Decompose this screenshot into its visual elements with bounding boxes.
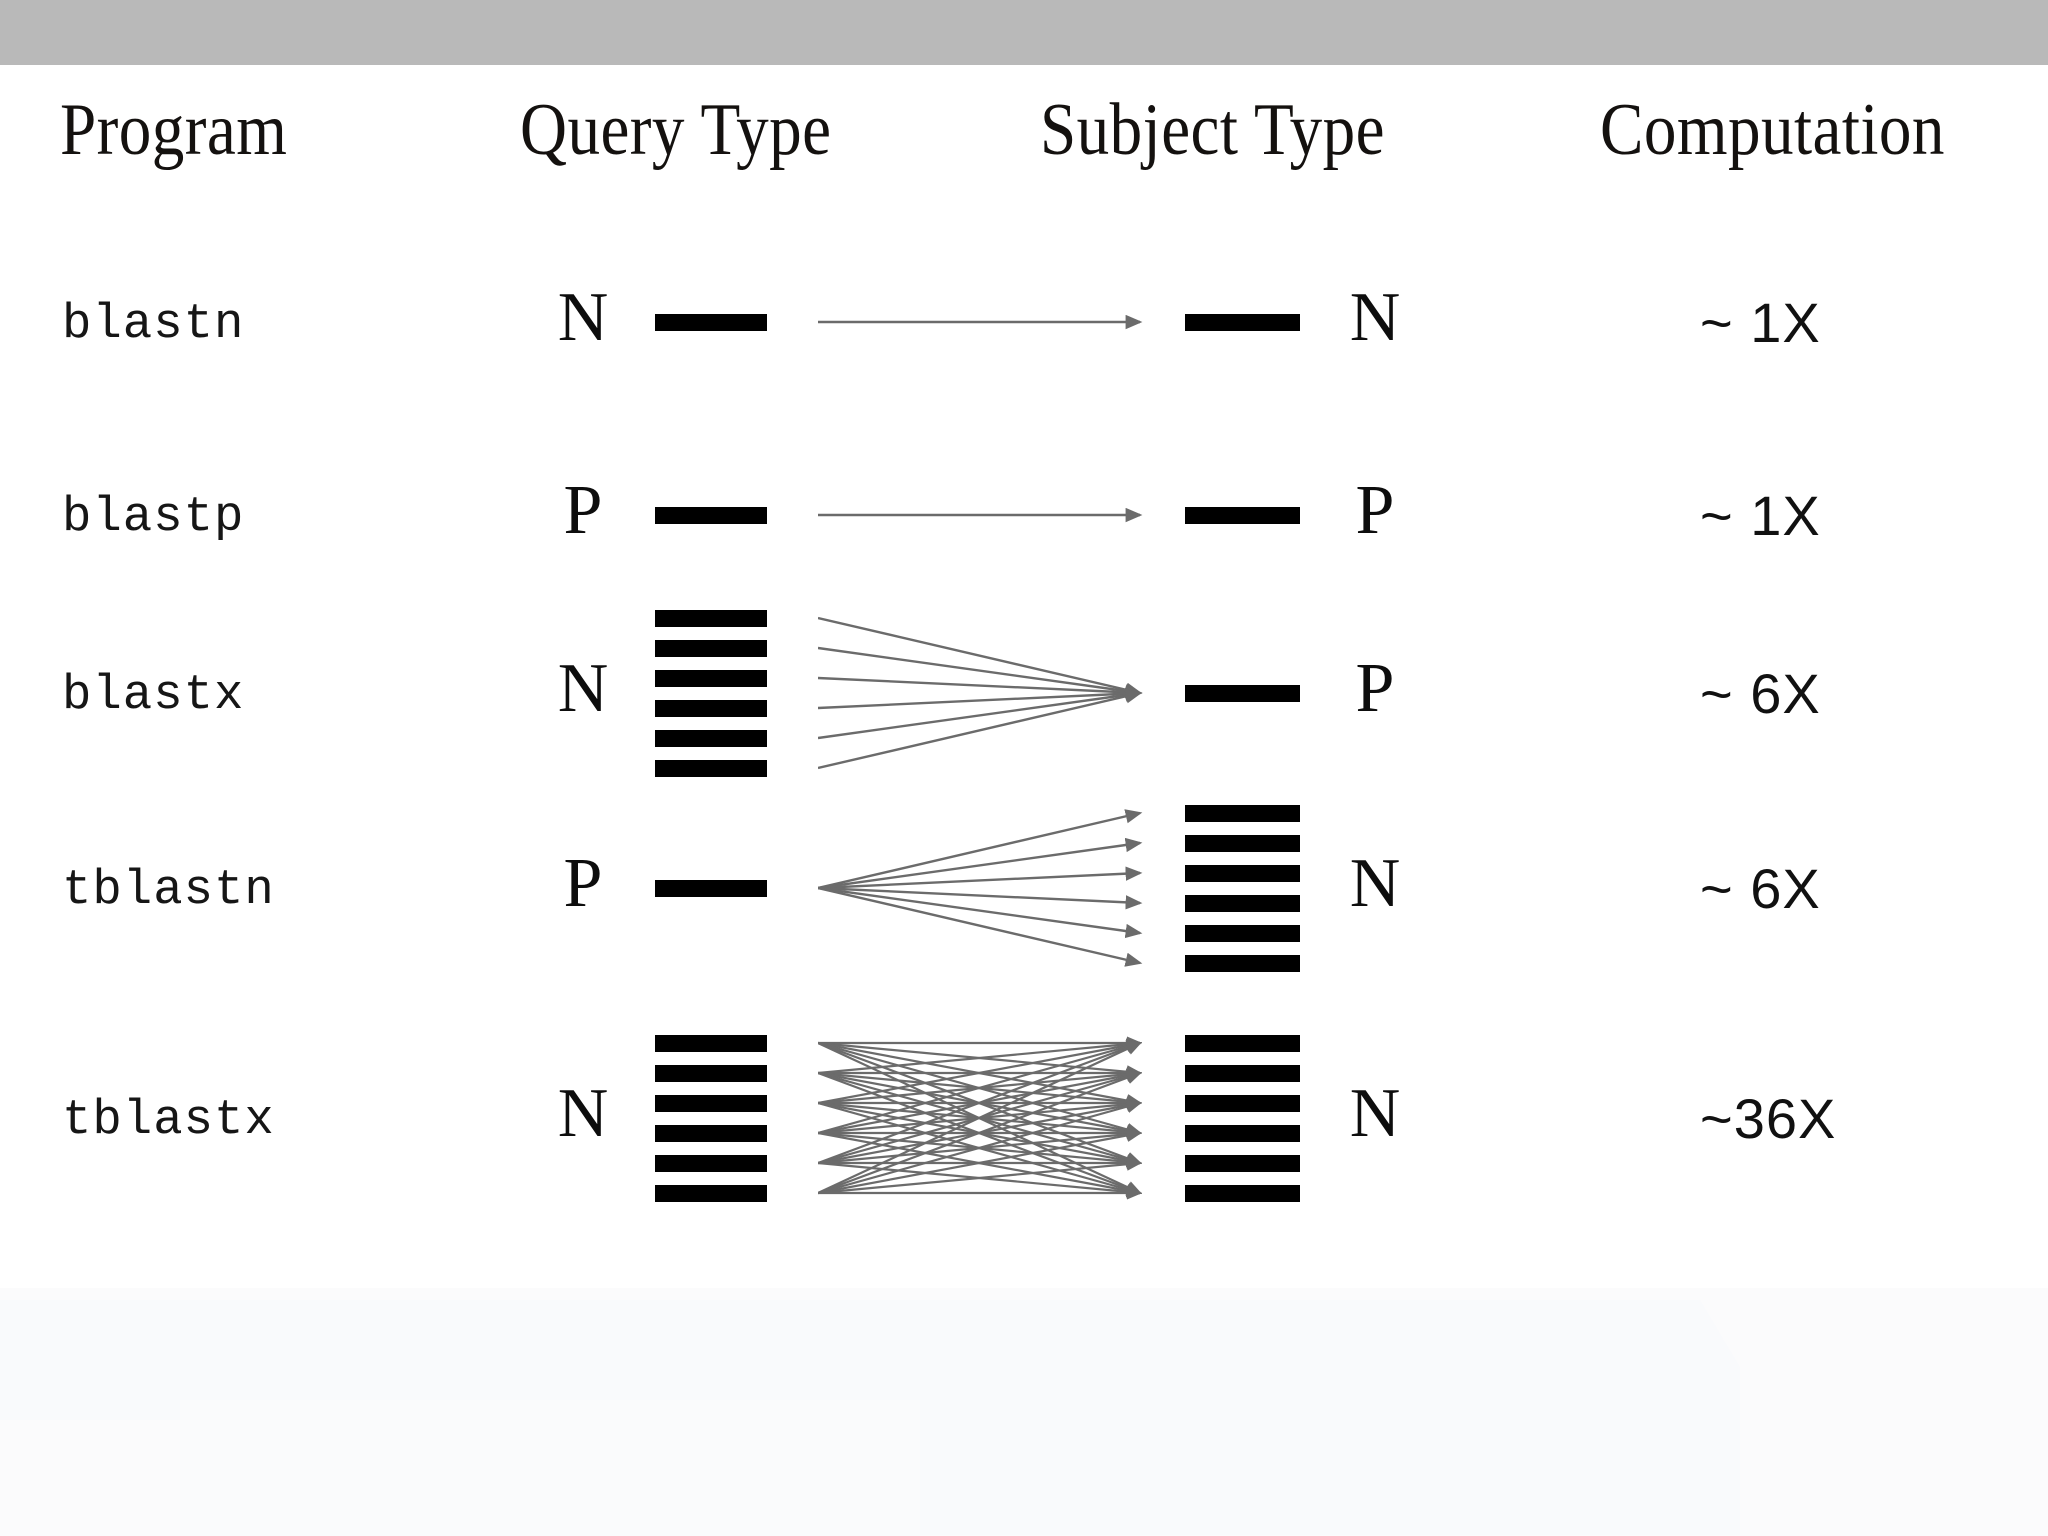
alignment-arrow [818, 866, 1143, 890]
query-sequence-bar [655, 639, 767, 657]
subject-sequence-bar [1185, 1124, 1300, 1142]
subject-type-letter-tblastx: N [1349, 1075, 1401, 1152]
subject-sequence-bar [1185, 1184, 1300, 1202]
bottom-background-shape-2 [180, 1400, 920, 1536]
query-type-letter-blastx: N [557, 650, 609, 727]
computation-value-blastx: ~ 6X [1700, 662, 1821, 725]
query-sequence-bar [655, 699, 767, 717]
alignment-arrow [818, 689, 1143, 770]
subject-sequence-bar [1185, 1064, 1300, 1082]
alignment-arrow [818, 616, 1143, 697]
alignment-arrow-group-blastn [818, 314, 1143, 330]
alignment-arrow [818, 1071, 1143, 1195]
subject-sequence-bar [1185, 506, 1300, 524]
alignment-arrow-group-blastp [818, 507, 1143, 523]
alignment-arrow [818, 837, 1143, 890]
alignment-arrow [818, 686, 1143, 710]
alignment-arrow [818, 1128, 1143, 1195]
query-sequence-bar [655, 1064, 767, 1082]
computation-value-blastn: ~ 1X [1700, 291, 1821, 354]
alignment-arrow [818, 1040, 1143, 1135]
program-name-blastp: blastp [62, 489, 245, 545]
alignment-arrow [818, 886, 1143, 939]
subject-sequence-bar [1185, 1034, 1300, 1052]
alignment-arrow [818, 1038, 1143, 1105]
subject-sequence-bar [1185, 924, 1300, 942]
query-sequence-bar [655, 313, 767, 331]
subject-type-letter-tblastn: N [1349, 845, 1401, 922]
column-header-computation: Computation [1600, 89, 1945, 171]
program-name-blastx: blastx [62, 667, 245, 723]
column-header-query-type: Query Type [520, 89, 832, 171]
alignment-arrow-group-blastx [818, 616, 1143, 770]
subject-sequence-bar [1185, 1094, 1300, 1112]
alignment-arrow [818, 886, 1143, 967]
query-type-letter-tblastn: P [563, 845, 603, 922]
alignment-arrow [818, 1100, 1143, 1195]
alignment-arrow [818, 687, 1143, 740]
alignment-arrow-group-tblastn [818, 809, 1143, 967]
alignment-arrow [818, 1037, 1143, 1075]
query-sequence-bar [655, 609, 767, 627]
computation-value-blastp: ~ 1X [1700, 484, 1821, 547]
query-sequence-bar [655, 506, 767, 524]
alignment-arrow [818, 886, 1143, 910]
subject-sequence-bar [1185, 804, 1300, 822]
top-gray-band [0, 0, 2048, 65]
subject-sequence-bar [1185, 954, 1300, 972]
computation-value-tblastx: ~36X [1700, 1087, 1837, 1150]
program-name-blastn: blastn [62, 296, 245, 352]
subject-sequence-bar [1185, 834, 1300, 852]
subject-sequence-bar [1185, 1154, 1300, 1172]
query-sequence-bar [655, 1034, 767, 1052]
query-type-letter-tblastx: N [557, 1075, 609, 1152]
query-type-letter-blastn: N [557, 279, 609, 356]
query-sequence-bar [655, 1124, 767, 1142]
column-header-subject-type: Subject Type [1040, 89, 1385, 171]
subject-type-letter-blastn: N [1349, 279, 1401, 356]
subject-sequence-bar [1185, 894, 1300, 912]
subject-sequence-bar [1185, 313, 1300, 331]
alignment-arrow [818, 676, 1143, 700]
program-name-tblastn: tblastn [62, 862, 275, 918]
query-type-letter-blastp: P [563, 472, 603, 549]
query-sequence-bar [655, 879, 767, 897]
alignment-arrow [818, 1157, 1143, 1195]
query-sequence-bar [655, 729, 767, 747]
alignment-arrow [818, 1041, 1143, 1165]
alignment-arrow [818, 809, 1143, 890]
alignment-arrow [818, 1042, 1142, 1194]
alignment-arrow-group-tblastx [818, 1036, 1143, 1200]
subject-sequence-bar [1185, 864, 1300, 882]
subject-sequence-bar [1185, 684, 1300, 702]
column-header-program: Program [60, 89, 288, 171]
alignment-arrow [818, 646, 1143, 699]
query-sequence-bar [655, 669, 767, 687]
query-sequence-bar [655, 759, 767, 777]
query-sequence-bar [655, 1184, 767, 1202]
computation-value-tblastn: ~ 6X [1700, 857, 1821, 920]
query-sequence-bar [655, 1154, 767, 1172]
program-name-tblastx: tblastx [62, 1092, 275, 1148]
query-sequence-bar [655, 1094, 767, 1112]
subject-type-letter-blastx: P [1355, 650, 1395, 727]
subject-type-letter-blastp: P [1355, 472, 1395, 549]
